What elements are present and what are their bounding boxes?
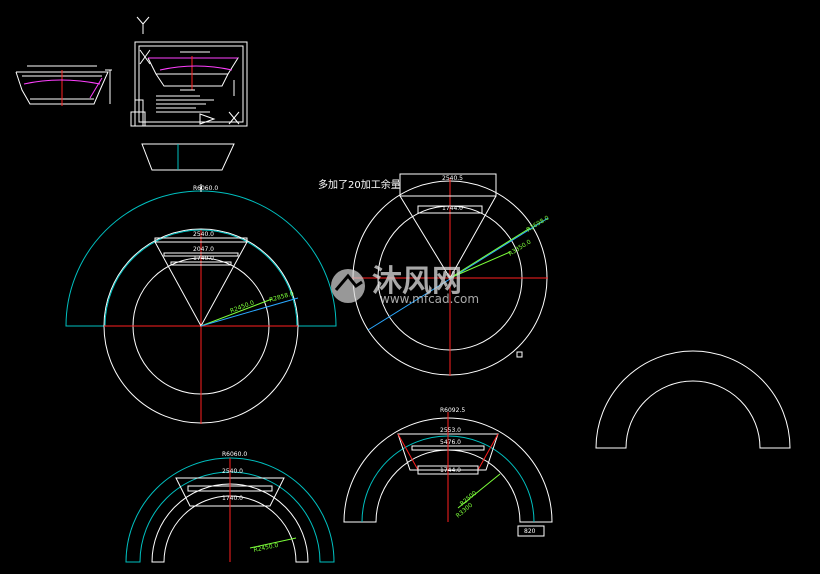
dim-right-top: 2540.5: [442, 175, 463, 182]
dim-left-mid: 2047.0: [193, 246, 214, 253]
detail-sheet: [130, 41, 248, 127]
dim-bm-width: 820: [524, 528, 536, 535]
dim-left-outer: R6060.0: [193, 185, 218, 192]
section-view-small: [15, 65, 112, 106]
bottom-middle-arch-view: [343, 412, 553, 537]
dim-left-low: 1740.0: [193, 255, 214, 262]
far-right-arch: [595, 350, 791, 449]
dim-bl-low: 1740.0: [222, 495, 243, 502]
ucs-axis-icon: [136, 16, 150, 34]
dim-bm-c: 1744.0: [440, 467, 461, 474]
watermark-url: www.mfcad.com: [380, 292, 479, 306]
dim-bl-top: 2540.0: [222, 468, 243, 475]
bottom-left-arch-view: [125, 457, 335, 563]
watermark-logo-icon: [331, 269, 365, 303]
watermark-brand: 沐风网: [372, 264, 462, 299]
dim-right-mid: 1744.0: [442, 205, 463, 212]
dim-bm-outer: R6092.5: [440, 407, 465, 414]
left-main-view: [65, 184, 337, 424]
dim-left-top: 2540.0: [193, 231, 214, 238]
trapezoid-part: [141, 143, 235, 171]
dim-bl-outer: R6060.0: [222, 451, 247, 458]
dim-bm-a: 2553.0: [440, 427, 461, 434]
dim-bm-b: 5476.0: [440, 439, 461, 446]
watermark: 沐风网 www.mfcad.com: [331, 264, 479, 306]
machining-allowance-note: 多加了20加工余量: [318, 178, 401, 191]
